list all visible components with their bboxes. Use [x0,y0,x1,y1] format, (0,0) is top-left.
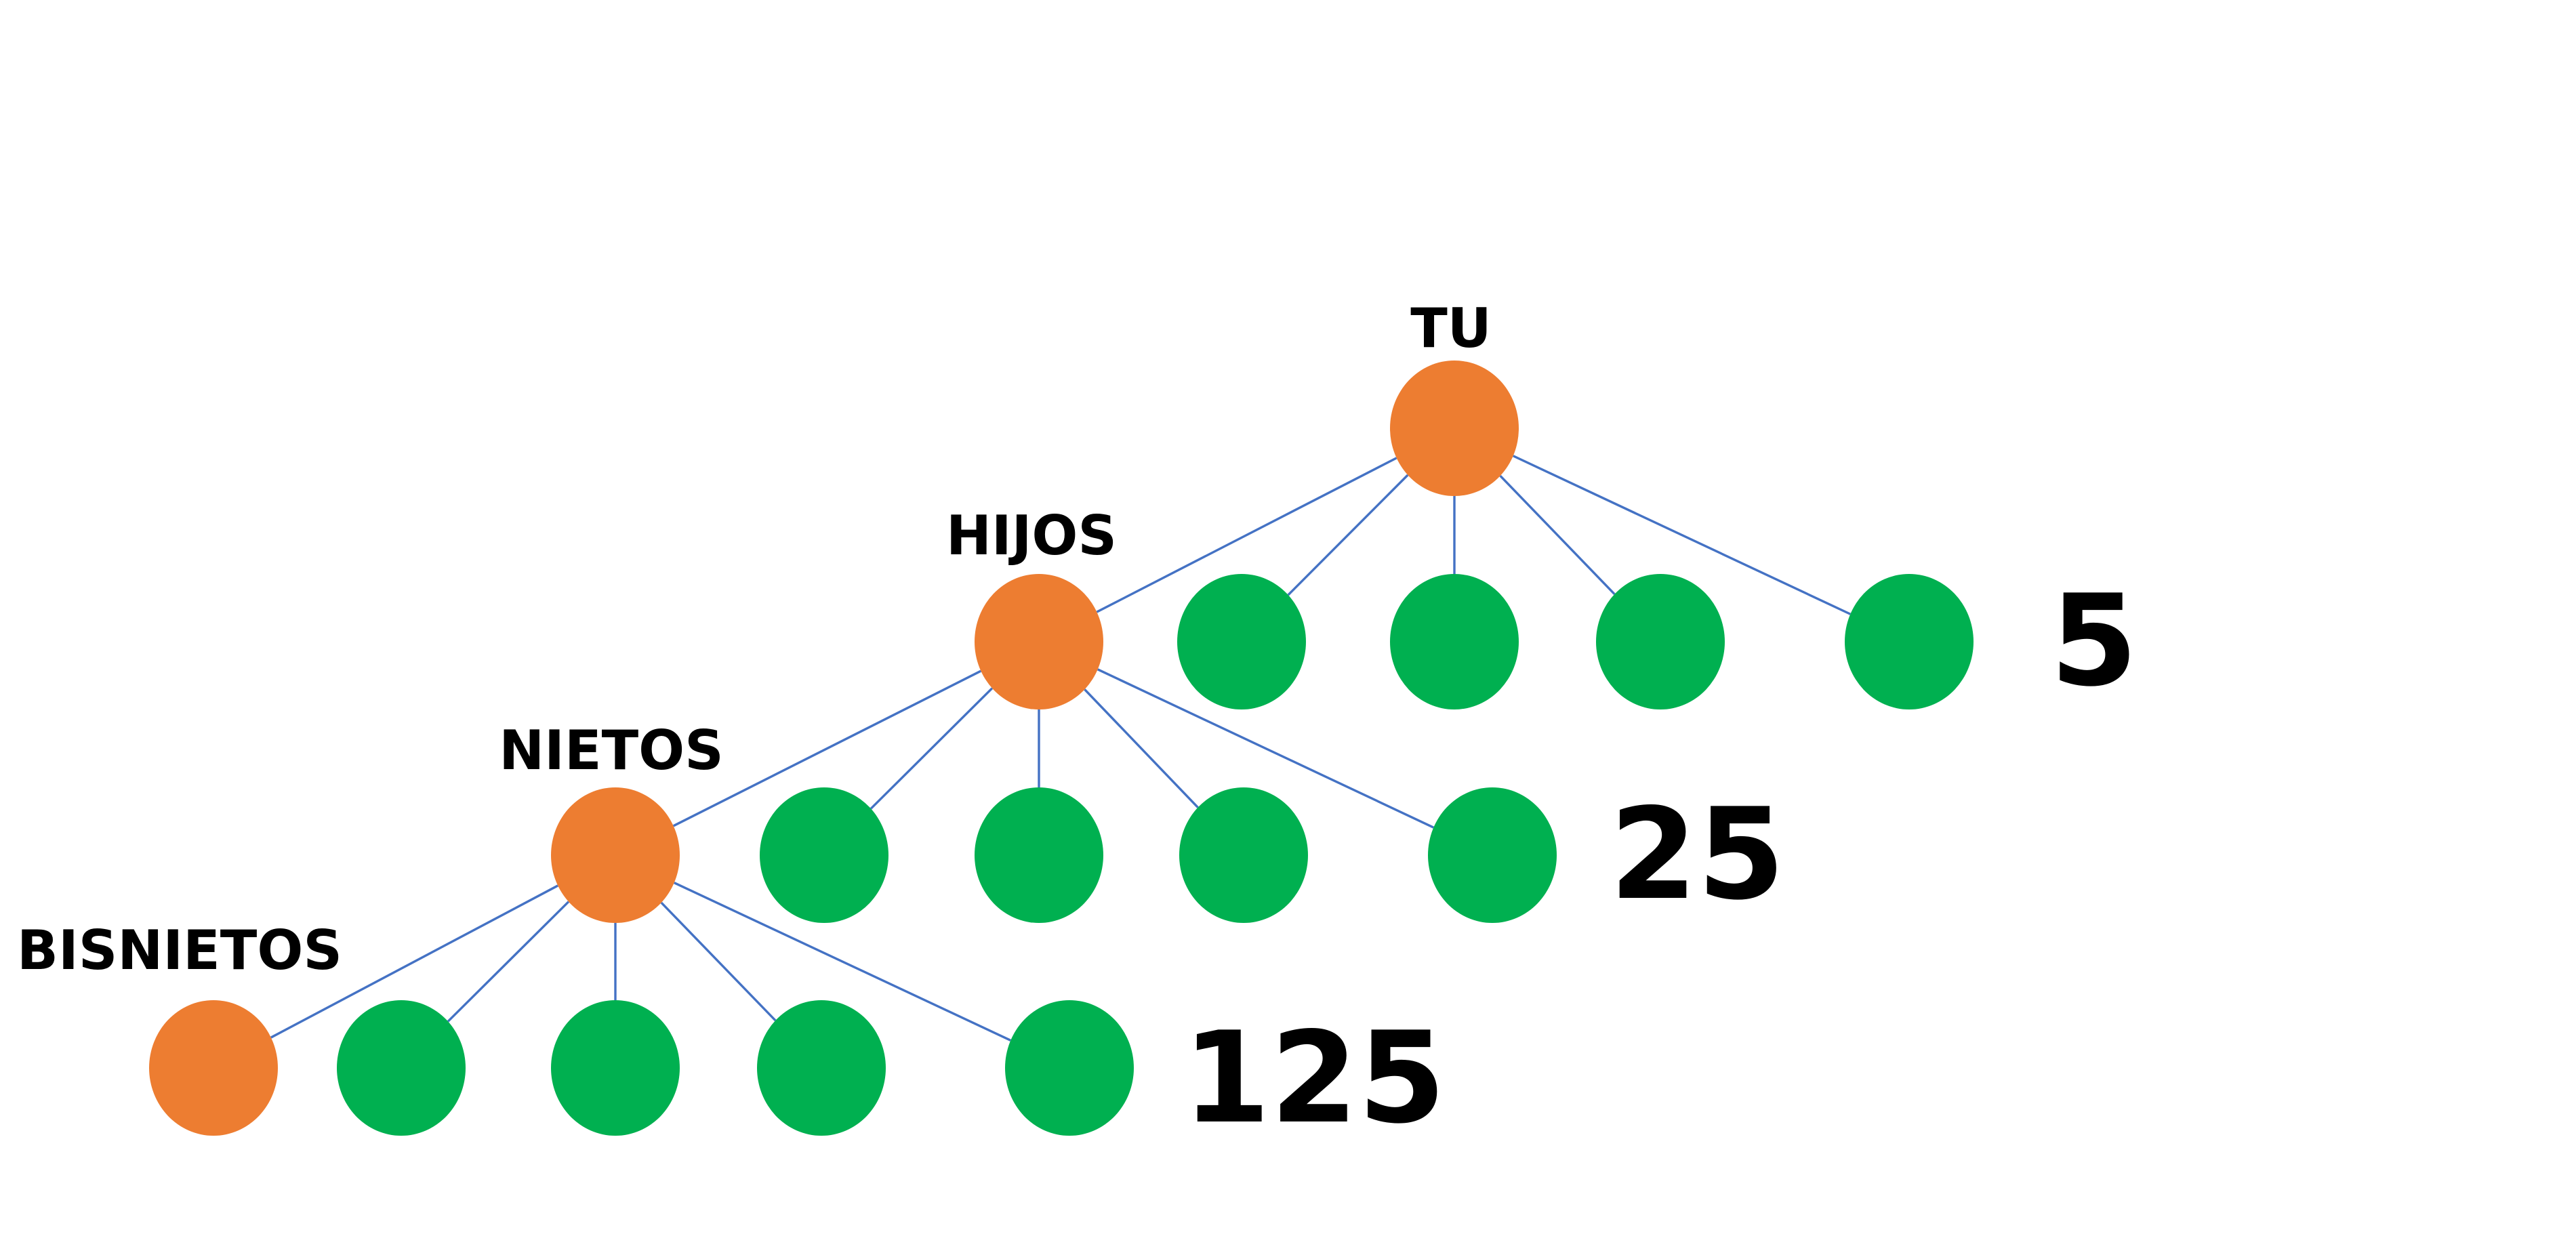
connector-line-level-2-1 [672,670,982,827]
level-label-tu: TU [1410,297,1492,360]
connector-line-level-2-4 [1084,688,1199,808]
connector-line-level-3-2 [447,901,570,1023]
connector-line-level-2-5 [1097,668,1435,829]
level-count-layer: 5 25 125 [1183,567,2138,1151]
self-node-level-3-1 [149,1000,278,1136]
sibling-node-level-2-5 [1428,787,1557,923]
sibling-node-level-2-3 [975,787,1103,923]
connector-line-level-1-1 [1096,457,1397,613]
connector-line-level-1-4 [1499,474,1616,596]
sibling-node-level-3-2 [337,1000,466,1136]
self-node-level-2-1 [551,787,680,923]
sibling-node-level-1-3 [1390,574,1519,709]
connector-line-level-3-5 [674,882,1011,1042]
level-count-bisnietos: 125 [1183,1004,1446,1151]
sibling-node-level-1-4 [1596,574,1725,709]
sibling-node-level-3-3 [551,1000,680,1136]
node-layer [149,360,1974,1136]
connector-line-level-1-5 [1513,455,1851,615]
sibling-node-level-1-5 [1845,574,1974,709]
connector-line-level-3-1 [270,884,558,1039]
level-label-nietos: NIETOS [499,719,724,782]
sibling-node-level-1-2 [1177,574,1306,709]
connector-layer [270,455,1851,1042]
connector-line-level-1-2 [1287,474,1409,596]
sibling-node-level-3-5 [1005,1000,1134,1136]
self-node-level-1-1 [975,574,1103,709]
sibling-node-level-3-4 [757,1000,886,1136]
connector-line-level-2-2 [870,687,994,810]
sibling-node-level-2-2 [760,787,888,923]
node-tu [1390,360,1519,496]
level-count-nietos: 25 [1610,781,1785,928]
sibling-node-level-2-4 [1179,787,1308,923]
level-label-hijos: HIJOS [946,504,1117,567]
level-label-layer: TU HIJOS NIETOS BISNIETOS [17,297,1492,982]
level-count-hijos: 5 [2050,567,2138,714]
connector-line-level-3-4 [660,901,777,1022]
level-label-bisnietos: BISNIETOS [17,919,342,982]
